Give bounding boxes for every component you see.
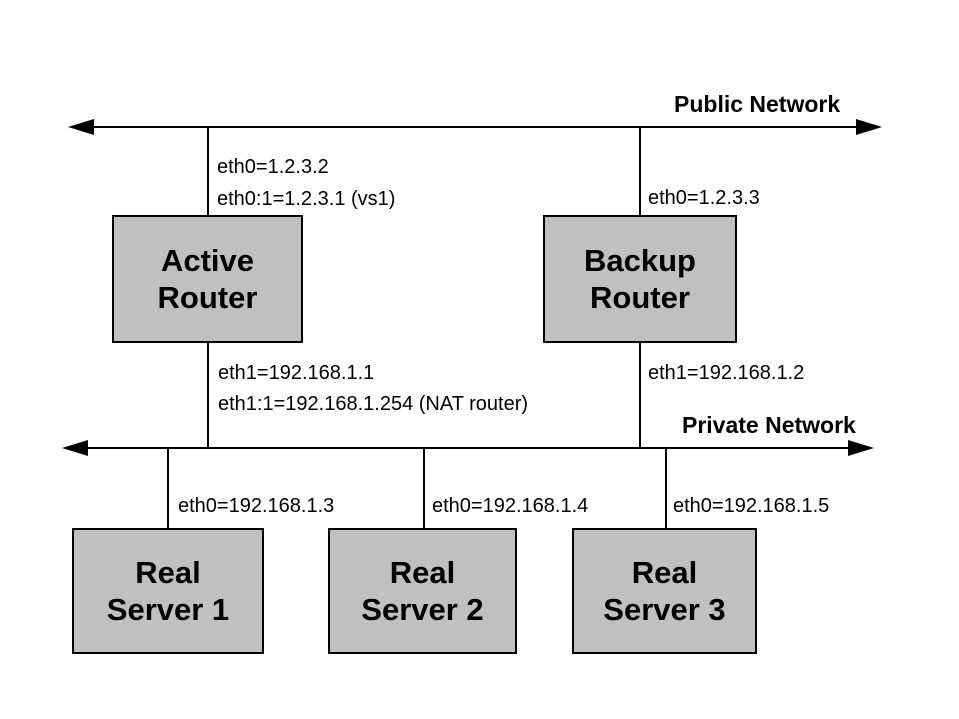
public-network-right-arrow-icon (856, 119, 882, 135)
interface-label-server1-eth0: eth0=192.168.1.3 (178, 495, 335, 517)
public-network-label: Public Network (674, 91, 841, 117)
real-server-3-box: Real Server 3 (572, 528, 757, 654)
interface-label-active-eth1: eth1=192.168.1.1 (218, 362, 375, 384)
real-server-1-box: Real Server 1 (72, 528, 264, 654)
private-network-right-arrow-icon (848, 440, 874, 456)
real-server-2-connector (423, 448, 425, 528)
real-server-1-connector (167, 448, 169, 528)
real-server-2-label-line2: Server 2 (361, 592, 484, 627)
backup-router-label-line2: Router (590, 280, 690, 315)
private-network-label: Private Network (682, 412, 856, 438)
backup-router-label-line1: Backup (584, 243, 696, 278)
backup-router-public-connector (639, 127, 641, 215)
interface-label-backup-eth1: eth1=192.168.1.2 (648, 362, 805, 384)
backup-router-box: Backup Router (543, 215, 737, 343)
active-router-label-line1: Active (160, 243, 255, 278)
real-server-2-label-line1: Real (389, 555, 456, 590)
interface-label-active-eth0: eth0=1.2.3.2 (217, 156, 329, 178)
interface-label-server3-eth0: eth0=192.168.1.5 (673, 495, 830, 517)
private-network-left-arrow-icon (62, 440, 88, 456)
real-server-1-label-line1: Real (135, 555, 201, 590)
active-router-label-line2: Router (157, 280, 258, 315)
backup-router-private-connector (639, 343, 641, 448)
real-server-3-label-line2: Server 3 (603, 592, 726, 627)
interface-label-server2-eth0: eth0=192.168.1.4 (432, 495, 589, 517)
active-router-private-connector (207, 343, 209, 448)
real-server-2-box: Real Server 2 (328, 528, 517, 654)
public-network-line (80, 126, 870, 128)
interface-label-active-eth1-1: eth1:1=192.168.1.254 (NAT router) (218, 393, 529, 415)
real-server-3-connector (665, 448, 667, 528)
private-network-line (74, 447, 860, 449)
interface-label-active-eth0-1: eth0:1=1.2.3.1 (vs1) (217, 188, 396, 210)
real-server-1-label-line2: Server 1 (106, 592, 230, 627)
public-network-left-arrow-icon (68, 119, 94, 135)
active-router-public-connector (207, 127, 209, 215)
real-server-3-label-line1: Real (631, 555, 698, 590)
active-router-box: Active Router (112, 215, 303, 343)
interface-label-backup-eth0: eth0=1.2.3.3 (648, 187, 760, 209)
